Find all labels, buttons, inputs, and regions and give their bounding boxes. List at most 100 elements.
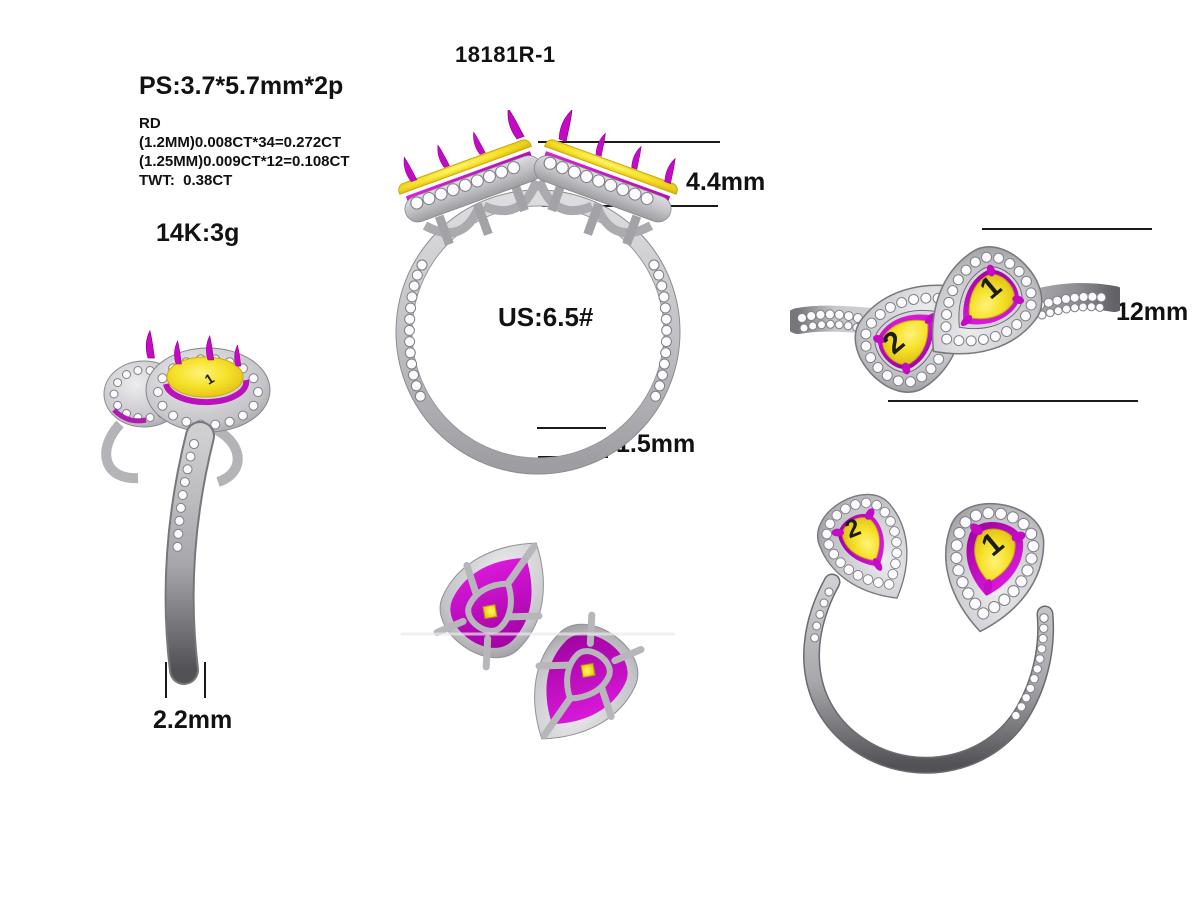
pave-diamond [960, 264, 972, 276]
pave-diamond [404, 313, 416, 325]
pear-halo-right [931, 246, 1043, 355]
culet-wire [465, 580, 514, 634]
pave-diamond [179, 477, 190, 488]
pave-diamond [908, 293, 920, 305]
pave-diamond [1017, 517, 1030, 531]
pave-diamond [403, 324, 415, 336]
pave-diamond [172, 541, 183, 552]
pave-diamond [940, 321, 952, 333]
pave-diamond [890, 558, 901, 570]
metal-weight-label: 14K:3g [156, 219, 240, 247]
pave-diamond [1001, 326, 1013, 338]
pave-diamond [965, 335, 977, 347]
pave-diamond [843, 321, 853, 331]
dim-line-head-length-bottom [888, 400, 1138, 402]
pave-diamond [943, 296, 955, 308]
pave-diamond [658, 291, 670, 303]
pave-diamond [1039, 623, 1049, 634]
pave-diamond [224, 416, 235, 427]
pave-diamond [404, 336, 416, 348]
total-weight-label: TWT: 0.38CT [139, 172, 233, 189]
gallery-arch [482, 179, 541, 215]
shoulder-pave-diamonds [403, 259, 673, 402]
prong [865, 508, 875, 520]
pave-diamond [660, 347, 672, 359]
pave-diamond [1037, 644, 1047, 654]
pave-diamond [1025, 552, 1038, 565]
shank [164, 421, 215, 685]
pave-diamond [952, 564, 965, 577]
pave-diamond [185, 451, 196, 462]
pave-diamond [953, 335, 965, 347]
gallery-arch [535, 179, 594, 215]
pave-diamond [916, 371, 928, 383]
pave-diamond [806, 311, 817, 321]
pave-diamond [248, 400, 259, 411]
pave-diamond [799, 323, 809, 333]
pave-diamond [659, 302, 671, 314]
prong [1012, 295, 1025, 304]
pave-diamond [411, 269, 423, 281]
ring-band [382, 626, 694, 658]
gallery-post [473, 202, 493, 236]
prong [1011, 531, 1026, 542]
center-stone-side [543, 139, 678, 195]
pave-diamond [1087, 291, 1098, 302]
ring-size-label: US:6.5# [498, 302, 594, 332]
pave-diamond [1007, 585, 1020, 598]
dim-line-head-height-top [538, 141, 720, 143]
pave-diamond [414, 390, 426, 402]
pave-diamond [920, 292, 932, 304]
pave-diamond [977, 607, 990, 620]
pave-diamond [434, 187, 448, 201]
pave-diamond [1096, 292, 1107, 303]
pave-diamond [237, 410, 248, 421]
pave-diamond [654, 380, 666, 392]
pave-diamond [660, 336, 672, 348]
side-profile-view: 1 [101, 329, 271, 685]
pave-diamond [925, 363, 937, 375]
pave-diamond [404, 347, 416, 359]
pave-diamond [850, 499, 861, 510]
prongs [174, 335, 242, 367]
pave-diamond [843, 564, 855, 575]
pave-diamond [640, 192, 654, 206]
pave-diamond [1035, 654, 1045, 664]
pave-diamond [122, 370, 131, 379]
pave-diamond [408, 280, 420, 292]
pave-diamond [1052, 295, 1063, 306]
pave-diamond [840, 503, 851, 515]
pave-diamond [828, 548, 840, 560]
pave-diamond [495, 165, 509, 179]
pave-diamond [1078, 302, 1088, 312]
prong [831, 528, 844, 537]
pave-diamond [956, 576, 969, 589]
prong [960, 315, 973, 327]
pave-diamond [1029, 674, 1039, 684]
round-diamond-spec-1: (1.2MM)0.008CT*34=0.272CT [139, 134, 342, 151]
dim-line-head-length-top [982, 228, 1152, 230]
pave-diamond [860, 497, 872, 509]
prong [902, 362, 911, 375]
pave-diamond [953, 526, 966, 540]
pave-diamond [969, 256, 981, 268]
pave-diamond [824, 587, 834, 597]
pave-diamond [947, 285, 959, 297]
dim-head-height-label: 4.4mm [686, 168, 766, 196]
pave-diamond [1078, 292, 1089, 302]
dim-tick-shank-width-left [165, 662, 167, 698]
pave-diamond [181, 416, 192, 427]
pave-diamond [405, 302, 417, 314]
gallery-arch [593, 206, 654, 238]
pave-diamond [153, 387, 163, 397]
pave-diamond [1013, 265, 1025, 277]
pave-diamond [1015, 575, 1028, 588]
pave-diamond [825, 319, 835, 329]
pave-diamond [959, 516, 972, 529]
pave-diamond [808, 321, 818, 331]
pave-diamond [824, 518, 836, 530]
pave-diamond [950, 551, 963, 565]
pave-diamond [1011, 319, 1023, 331]
design-number-title: 18181R-1 [455, 42, 556, 67]
